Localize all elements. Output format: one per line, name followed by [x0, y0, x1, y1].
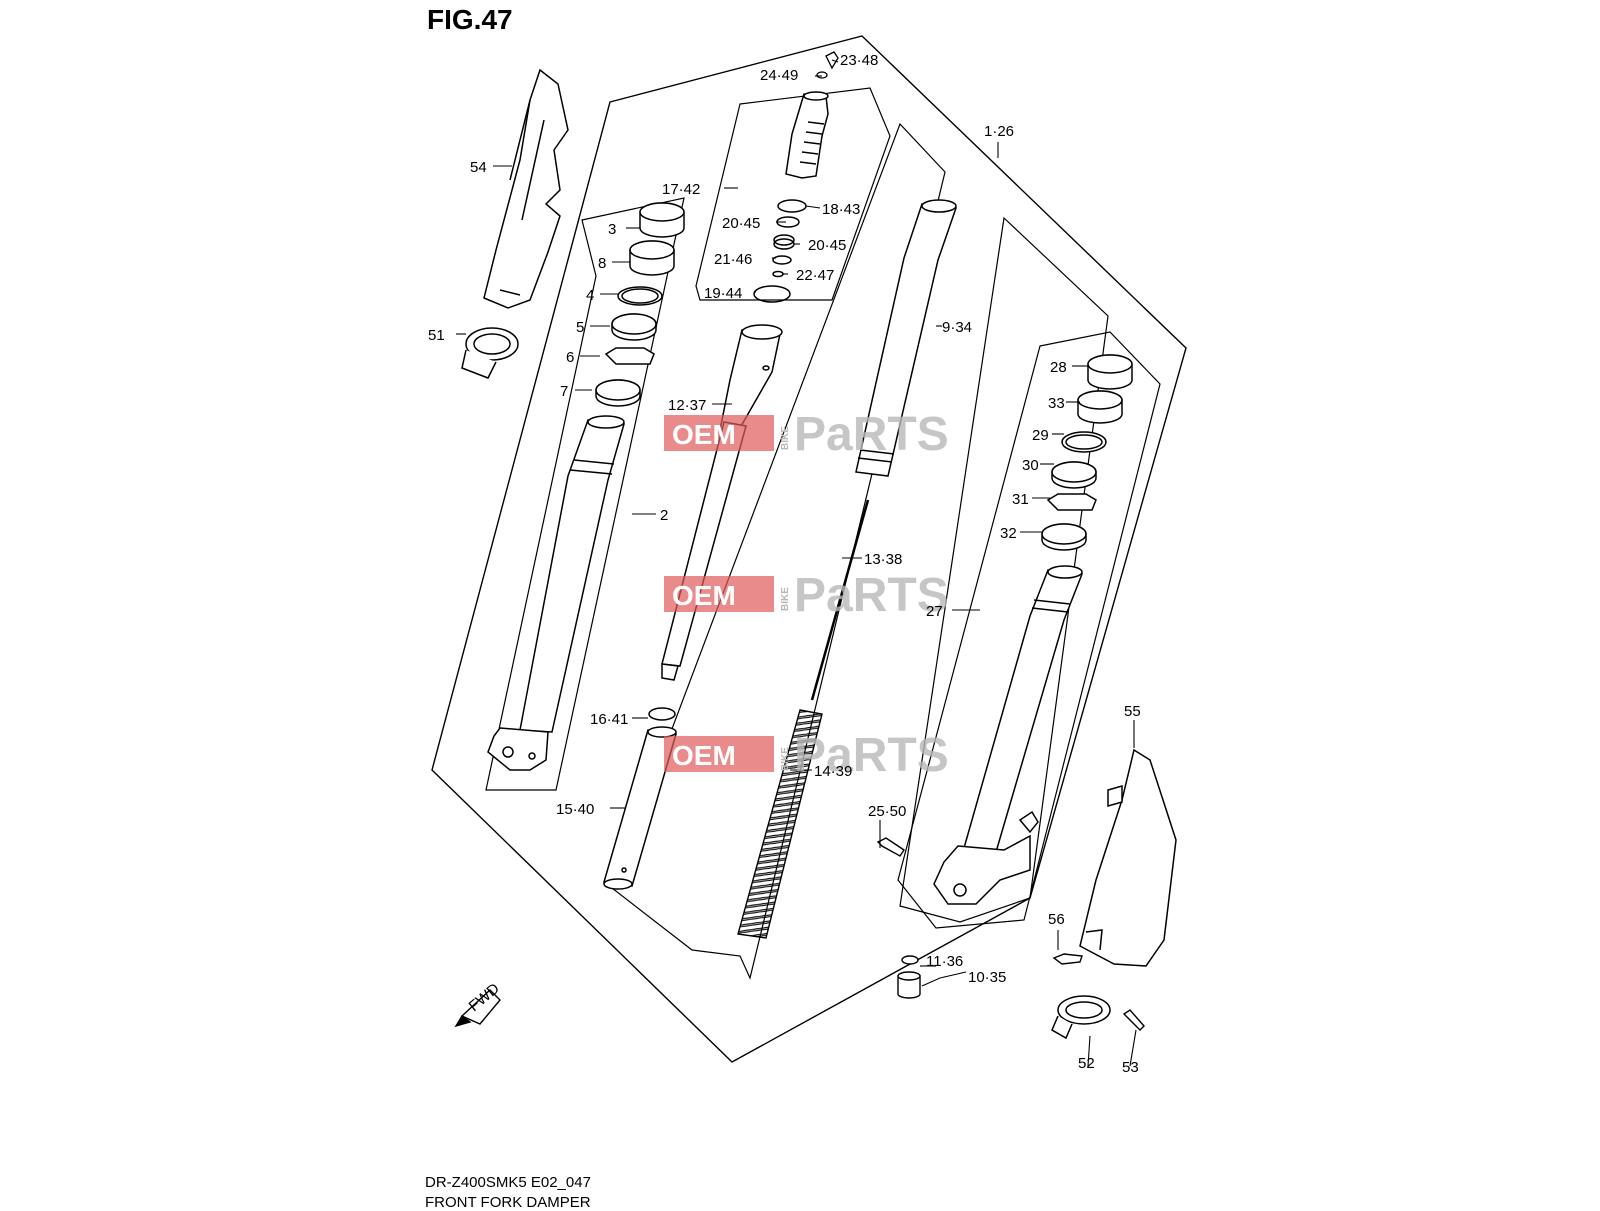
spring-rod [810, 499, 870, 701]
part-label: 6 [566, 349, 574, 366]
part-label: 2 [660, 507, 668, 524]
part-label: 7 [560, 383, 568, 400]
part-label: 16·41 [590, 711, 628, 728]
leader-lines [456, 59, 1137, 1067]
part-label: 14·39 [814, 763, 852, 780]
part-label: 56 [1048, 911, 1065, 928]
group-outline-cartridge-head [695, 87, 891, 301]
part-label: 25·50 [868, 803, 906, 820]
part-label: 10·35 [968, 969, 1006, 986]
part-label: 29 [1032, 427, 1049, 444]
model-code: DR-Z400SMK5 E02_047 [425, 1174, 591, 1191]
watermark: OEM BIKE PaRTS OEM BIKE PaRTS OEM BIKE P… [664, 408, 949, 782]
part-label: 3 [608, 221, 616, 238]
fork-clamp-left [461, 327, 519, 379]
o-ring-stack [753, 199, 807, 303]
svg-text:BIKE: BIKE [780, 426, 791, 450]
axle-bolt [876, 837, 905, 857]
svg-text:PaRTS: PaRTS [794, 569, 949, 622]
cartridge-head [785, 91, 829, 179]
seal-stack-left [595, 202, 685, 407]
watermark-row-3: OEM BIKE PaRTS [664, 729, 949, 782]
part-label: 27 [926, 603, 943, 620]
bottom-bolt [897, 955, 921, 999]
part-label: 32 [1000, 525, 1017, 542]
watermark-row-1: OEM BIKE PaRTS [664, 408, 949, 461]
part-label: 53 [1122, 1059, 1139, 1076]
part-label: 9·34 [942, 319, 972, 336]
part-label: 17·42 [662, 181, 700, 198]
part-label: 52 [1078, 1055, 1095, 1072]
outer-tube-right [933, 565, 1084, 905]
figure-caption: FRONT FORK DAMPER [425, 1194, 591, 1211]
part-label: 55 [1124, 703, 1141, 720]
seal-stack-right [1041, 354, 1133, 551]
part-label: 20·45 [722, 215, 760, 232]
part-label: 30 [1022, 457, 1039, 474]
part-label: 19·44 [704, 285, 742, 302]
svg-text:OEM: OEM [672, 740, 736, 771]
part-label: 15·40 [556, 801, 594, 818]
top-screw [816, 51, 839, 79]
part-label: 8 [598, 255, 606, 272]
part-label: 22·47 [796, 267, 834, 284]
part-label: 11·36 [926, 953, 963, 970]
group-outline-right-seals [897, 331, 1161, 929]
damper-cylinder [661, 324, 783, 681]
rebound-tube [603, 726, 677, 890]
part-label: 4 [586, 287, 594, 304]
part-label: 31 [1012, 491, 1029, 508]
group-outline-right-tube [899, 216, 1109, 923]
part-label: 12·37 [668, 397, 706, 414]
figure-title: FIG.47 [427, 4, 513, 35]
part-label: 13·38 [864, 551, 902, 568]
part-label: 28 [1050, 359, 1067, 376]
part-label: 51 [428, 327, 445, 344]
part-label: 1·26 [984, 123, 1014, 140]
part-label: 23·48 [840, 52, 878, 69]
fork-spring [737, 709, 823, 939]
svg-text:OEM: OEM [672, 419, 736, 450]
svg-text:BIKE: BIKE [780, 587, 791, 611]
clamp-bolt [1122, 1009, 1145, 1031]
part-label: 21·46 [714, 251, 752, 268]
svg-text:PaRTS: PaRTS [794, 408, 949, 461]
part-label: 5 [576, 319, 584, 336]
fork-guard-left [483, 68, 569, 309]
inner-tube-center [855, 199, 958, 477]
watermark-row-2: OEM BIKE PaRTS [664, 569, 949, 622]
part-label: 24·49 [760, 67, 798, 84]
guard-bolt [1052, 953, 1083, 965]
svg-text:BIKE: BIKE [780, 747, 791, 771]
fork-clamp-right [1051, 995, 1111, 1040]
group-outline-left [485, 197, 685, 791]
part-labels: 23·48 24·49 1·26 54 17·42 18·43 20·45 20… [428, 52, 1141, 1076]
part-label: 54 [470, 159, 487, 176]
svg-text:PaRTS: PaRTS [794, 729, 949, 782]
fwd-arrow-icon: FWD [454, 980, 503, 1028]
part-label: 18·43 [822, 201, 860, 218]
piston-ring [648, 707, 676, 721]
fork-guard-right [1079, 748, 1177, 967]
outer-tube-left [487, 415, 625, 771]
part-label: 33 [1048, 395, 1065, 412]
part-label: 20·45 [808, 237, 846, 254]
svg-text:OEM: OEM [672, 580, 736, 611]
